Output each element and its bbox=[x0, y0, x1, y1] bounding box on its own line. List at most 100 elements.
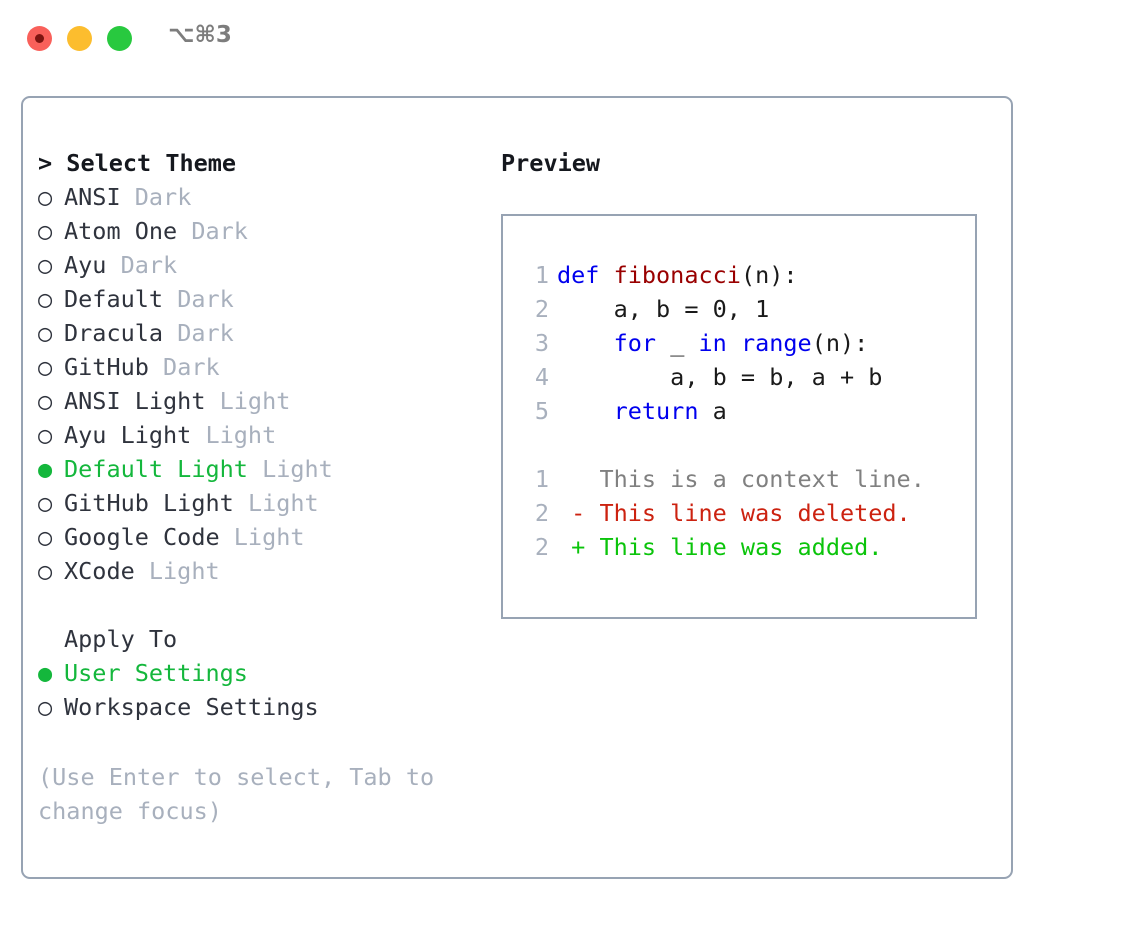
code-token: a, b = 0, 1 bbox=[557, 295, 770, 323]
diff-line: 2 + This line was added. bbox=[515, 530, 969, 564]
code-line: 2 a, b = 0, 1 bbox=[515, 292, 969, 326]
minimize-window-button[interactable] bbox=[67, 26, 92, 51]
radio-unselected-icon: ○ bbox=[38, 319, 53, 347]
list-spacer bbox=[38, 588, 478, 622]
radio-selected-icon: ● bbox=[38, 455, 53, 483]
theme-option-github[interactable]: ○GitHub Dark bbox=[38, 350, 478, 384]
apply-to-options-group: ●User Settings ○ Workspace Settings bbox=[38, 656, 478, 724]
preview-heading: Preview bbox=[501, 149, 601, 177]
code-token: - This line was deleted. bbox=[557, 499, 911, 527]
code-line: 3 for _ in range(n): bbox=[515, 326, 969, 360]
theme-option-dracula[interactable]: ○ Dracula Dark bbox=[38, 316, 478, 350]
radio-unselected-icon: ○ bbox=[38, 557, 53, 585]
line-number: 2 bbox=[534, 499, 549, 527]
theme-option-variant-tag: Light bbox=[262, 455, 333, 483]
theme-option-label: ANSI Light bbox=[64, 387, 220, 415]
theme-option-github-light[interactable]: ○GitHub Light Light bbox=[38, 486, 478, 520]
code-token: (n): bbox=[740, 261, 798, 289]
theme-option-variant-tag: Dark bbox=[134, 183, 192, 211]
apply-to-option-label: User Settings bbox=[64, 659, 248, 687]
theme-option-label: XCode bbox=[64, 557, 149, 585]
theme-option-atom-one[interactable]: ○ Atom One Dark bbox=[38, 214, 478, 248]
theme-option-label: Ayu bbox=[64, 251, 121, 279]
code-token bbox=[727, 329, 741, 357]
line-number: 2 bbox=[534, 533, 549, 561]
theme-option-xcode[interactable]: ○ XCode Light bbox=[38, 554, 478, 588]
theme-option-ayu[interactable]: ○Ayu Dark bbox=[38, 248, 478, 282]
code-line: 4 a, b = b, a + b bbox=[515, 360, 969, 394]
apply-to-indent bbox=[38, 622, 64, 656]
theme-option-label: Default Light bbox=[64, 455, 263, 483]
theme-option-default-light[interactable]: ● Default Light Light bbox=[38, 452, 478, 486]
theme-option-variant-tag: Dark bbox=[191, 217, 248, 245]
maximize-window-button[interactable] bbox=[107, 26, 132, 51]
theme-option-label: GitHub bbox=[64, 353, 164, 381]
theme-option-ansi[interactable]: ○ ANSI Dark bbox=[38, 180, 478, 214]
theme-option-variant-tag: Dark bbox=[177, 319, 234, 347]
code-token: a bbox=[698, 397, 727, 425]
code-token: return bbox=[613, 397, 699, 425]
diff-line: 2 - This line was deleted. bbox=[515, 496, 969, 530]
close-window-button[interactable] bbox=[27, 26, 52, 51]
code-token: for bbox=[613, 329, 657, 357]
apply-to-option-user-settings[interactable]: ●User Settings bbox=[38, 656, 478, 690]
theme-option-variant-tag: Light bbox=[247, 489, 319, 517]
code-token: (n): bbox=[811, 329, 869, 357]
line-number: 4 bbox=[534, 363, 549, 391]
select-theme-heading: > Select Theme bbox=[38, 149, 237, 177]
code-token: + This line was added. bbox=[557, 533, 883, 561]
code-token: in bbox=[698, 329, 727, 357]
theme-option-variant-tag: Light bbox=[233, 523, 305, 551]
code-line: 5 return a bbox=[515, 394, 969, 428]
code-token bbox=[557, 329, 614, 357]
theme-option-ayu-light[interactable]: ○ Ayu Light Light bbox=[38, 418, 478, 452]
theme-selector-panel: > Select Theme ○ANSI Dark○Atom One Dark○… bbox=[21, 96, 1013, 879]
radio-unselected-icon: ○ bbox=[38, 217, 53, 245]
keyboard-shortcut-label: ⌥⌘3 bbox=[168, 22, 232, 48]
radio-unselected-icon: ○ bbox=[38, 693, 53, 721]
theme-option-google-code[interactable]: ○ Google Code Light bbox=[38, 520, 478, 554]
theme-option-label: ANSI bbox=[64, 183, 135, 211]
preview-gap bbox=[515, 428, 969, 462]
code-token: a, b = b, a + b bbox=[557, 363, 883, 391]
theme-option-variant-tag: Light bbox=[148, 557, 220, 585]
theme-option-default[interactable]: ○ Default Dark bbox=[38, 282, 478, 316]
theme-list: > Select Theme ○ANSI Dark○Atom One Dark○… bbox=[38, 146, 478, 724]
apply-to-option-workspace-settings[interactable]: ○ Workspace Settings bbox=[38, 690, 478, 724]
line-number: 3 bbox=[534, 329, 549, 357]
line-number: 2 bbox=[534, 295, 549, 323]
code-token: range bbox=[740, 329, 812, 357]
theme-option-label: Atom One bbox=[64, 217, 192, 245]
radio-unselected-icon: ○ bbox=[38, 251, 53, 279]
apply-to-heading-label: Apply To bbox=[64, 625, 178, 653]
window-titlebar: ⌥⌘3 bbox=[0, 0, 1140, 78]
theme-option-ansi-light[interactable]: ○ANSI Light Light bbox=[38, 384, 478, 418]
radio-unselected-icon: ○ bbox=[38, 421, 53, 449]
theme-options-group: ○ ANSI Dark ○ Atom One Dark ○ Ayu Dark ○ Defaul… bbox=[38, 180, 478, 588]
code-token bbox=[557, 397, 614, 425]
line-number: 1 bbox=[534, 261, 549, 289]
code-token: def bbox=[557, 261, 614, 289]
radio-unselected-icon: ○ bbox=[38, 285, 53, 313]
theme-option-label: Dracula bbox=[64, 319, 178, 347]
theme-option-label: Default bbox=[64, 285, 178, 313]
line-number: 5 bbox=[534, 397, 549, 425]
theme-option-variant-tag: Dark bbox=[177, 285, 234, 313]
theme-option-label: Google Code bbox=[64, 523, 234, 551]
theme-option-variant-tag: Light bbox=[205, 421, 277, 449]
apply-to-heading: Apply To bbox=[38, 622, 478, 656]
radio-unselected-icon: ○ bbox=[38, 183, 53, 211]
radio-unselected-icon: ○ bbox=[38, 489, 53, 517]
code-line: 1 def fibonacci(n): bbox=[515, 258, 969, 292]
radio-unselected-icon: ○ bbox=[38, 387, 53, 415]
radio-unselected-icon: ○ bbox=[38, 353, 53, 381]
apply-to-option-label: Workspace Settings bbox=[64, 693, 319, 721]
theme-option-label: Ayu Light bbox=[64, 421, 206, 449]
line-number: 1 bbox=[534, 465, 549, 493]
code-token: fibonacci bbox=[613, 261, 741, 289]
radio-unselected-icon: ○ bbox=[38, 523, 53, 551]
